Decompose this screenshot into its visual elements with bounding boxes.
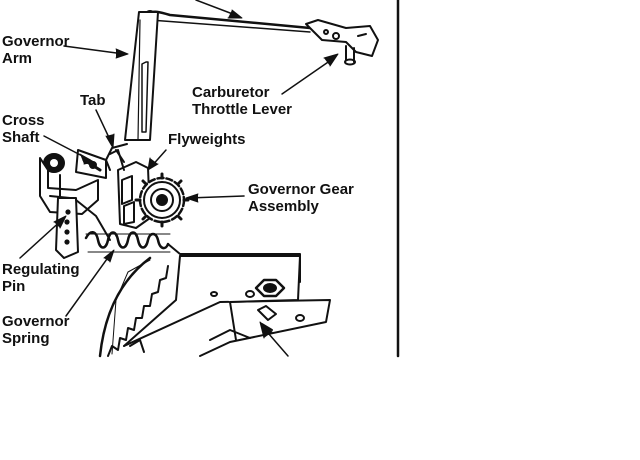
mounting-bracket xyxy=(123,255,331,357)
leader-carburetor xyxy=(281,57,335,95)
link-rod xyxy=(144,10,312,33)
label-governor-spring: Governor Spring xyxy=(2,313,70,347)
cam-gear-part xyxy=(98,256,169,358)
mounting-nut xyxy=(254,278,286,331)
regulating-pin-bracket xyxy=(55,197,111,259)
label-cross-shaft: Cross Shaft xyxy=(2,112,45,146)
leader-spring xyxy=(65,251,113,317)
governor-gear-part xyxy=(134,172,190,228)
label-regulating-pin: Regulating Pin xyxy=(2,261,80,295)
governor-arm-part xyxy=(105,11,159,171)
label-tab: Tab xyxy=(80,92,106,109)
label-governor-gear-assembly: Governor Gear Assembly xyxy=(248,181,354,215)
label-governor-arm: Governor Arm xyxy=(2,33,70,67)
leader-regulating-pin xyxy=(19,217,65,259)
label-carburetor-throttle-lever: Carburetor Throttle Lever xyxy=(192,84,293,118)
leader-lines xyxy=(19,0,339,357)
label-flyweights: Flyweights xyxy=(168,131,246,148)
leader-governor-arm xyxy=(63,45,125,55)
carburetor-throttle-lever xyxy=(305,19,379,66)
